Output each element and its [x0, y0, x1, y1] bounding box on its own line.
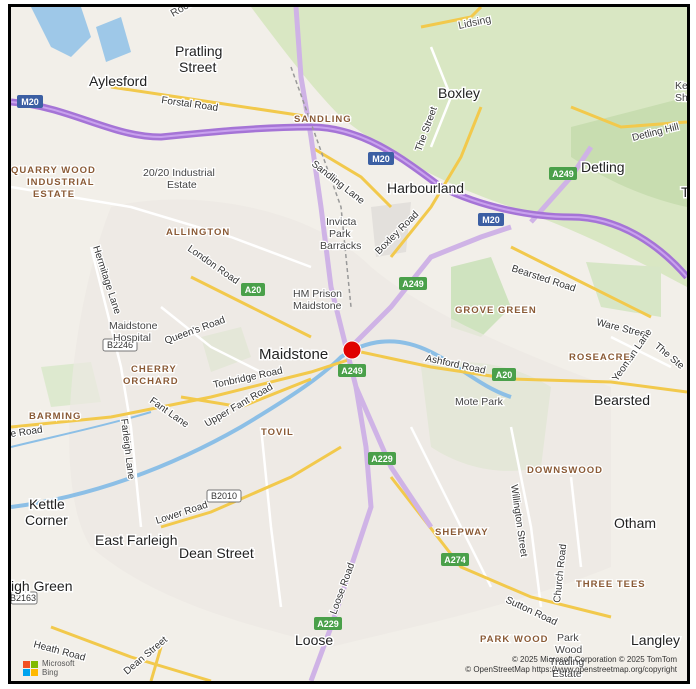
town-detling: Detling	[581, 159, 625, 175]
urban-area	[69, 199, 612, 647]
district-park-wood: PARK WOOD	[480, 634, 548, 645]
town-leigh-green: igh Green	[11, 578, 72, 594]
svg-text:M20: M20	[21, 97, 39, 107]
shield-m20-central: M20	[368, 152, 394, 165]
attribution-copyright: © 2025 Microsoft Corporation © 2025 TomT…	[511, 655, 677, 664]
town-dean-street: Dean Street	[179, 545, 254, 561]
town-boxley: Boxley	[438, 85, 480, 101]
shield-a249-north: A249	[399, 277, 427, 290]
district-roseacre: ROSEACRE	[569, 352, 631, 363]
svg-text:B2010: B2010	[211, 491, 237, 501]
minor-roads	[11, 46, 672, 608]
street-e-road: e Road	[11, 425, 43, 440]
town-otham: Otham	[614, 515, 656, 531]
svg-text:A20: A20	[496, 370, 513, 380]
lake-north	[96, 17, 131, 62]
map-canvas[interactable]: M20 M20 M20 A249 A249 A249 A20 A20 A229 …	[11, 7, 687, 681]
town-loose: Loose	[295, 632, 333, 648]
town-harbourland: Harbourland	[387, 180, 464, 196]
svg-text:A249: A249	[341, 366, 363, 376]
shield-m20-west: M20	[17, 95, 43, 108]
district-shepway: SHEPWAY	[435, 527, 489, 538]
river-medway	[11, 339, 512, 509]
svg-text:A229: A229	[371, 454, 393, 464]
b-roads	[11, 7, 687, 681]
district-downswood: DOWNSWOOD	[527, 465, 603, 476]
poi-mote-park: Mote Park	[455, 396, 504, 408]
grove-green-woods	[451, 257, 511, 337]
poi-kent-showground: KentShowg	[675, 80, 687, 104]
map-frame[interactable]: M20 M20 M20 A249 A249 A249 A20 A20 A229 …	[8, 4, 690, 684]
shield-a249-centre: A249	[338, 364, 366, 377]
shield-a20-east: A20	[492, 368, 516, 381]
district-tovil: TOVIL	[261, 427, 294, 438]
district-allington: ALLINGTON	[166, 227, 230, 238]
location-marker[interactable]	[342, 340, 362, 360]
svg-text:A274: A274	[444, 555, 466, 565]
district-barming: BARMING	[29, 411, 81, 422]
bing-logo-bing-text: Bing	[42, 668, 59, 677]
town-langley: Langley	[631, 632, 680, 648]
district-three-tees: THREE TEES	[576, 579, 646, 590]
town-east-farleigh: East Farleigh	[95, 532, 177, 548]
lake-north-west	[31, 7, 91, 57]
svg-text:M20: M20	[482, 215, 500, 225]
town-bearsted: Bearsted	[594, 392, 650, 408]
shield-m20-east: M20	[478, 213, 504, 226]
shield-a229-south: A229	[314, 617, 342, 630]
district-grove-green: GROVE GREEN	[455, 305, 537, 316]
shield-a20-west: A20	[241, 283, 265, 296]
map-attribution: © 2025 Microsoft Corporation © 2025 TomT…	[465, 655, 677, 675]
svg-text:A229: A229	[317, 619, 339, 629]
shield-b2246: B2246	[102, 338, 138, 352]
shield-a274: A274	[441, 553, 469, 566]
microsoft-logo-icon	[23, 660, 38, 676]
town-maidstone: Maidstone	[259, 346, 328, 363]
m20-motorway-centre	[11, 101, 687, 278]
bing-logo[interactable]: Microsoft Bing	[23, 659, 74, 677]
svg-text:B2246: B2246	[107, 340, 133, 350]
shield-b2010: B2010	[206, 489, 242, 503]
svg-text:M20: M20	[372, 154, 390, 164]
town-th-fragment: Th	[681, 184, 687, 200]
attribution-osm-link[interactable]: © OpenStreetMap https://www.openstreetma…	[465, 665, 677, 674]
green-field-east	[586, 262, 661, 317]
svg-text:B2163: B2163	[11, 593, 36, 603]
town-aylesford: Aylesford	[89, 73, 147, 89]
svg-text:A249: A249	[552, 169, 574, 179]
svg-text:A249: A249	[402, 279, 424, 289]
bing-logo-microsoft-text: Microsoft	[42, 659, 75, 668]
svg-text:A20: A20	[245, 285, 262, 295]
railway-line	[290, 66, 352, 308]
district-sandling: SANDLING	[294, 114, 352, 125]
river-tributary	[11, 411, 152, 448]
shield-a249-detling: A249	[549, 167, 577, 180]
shield-b2163: B2163	[11, 591, 38, 605]
shield-a229-north: A229	[368, 452, 396, 465]
